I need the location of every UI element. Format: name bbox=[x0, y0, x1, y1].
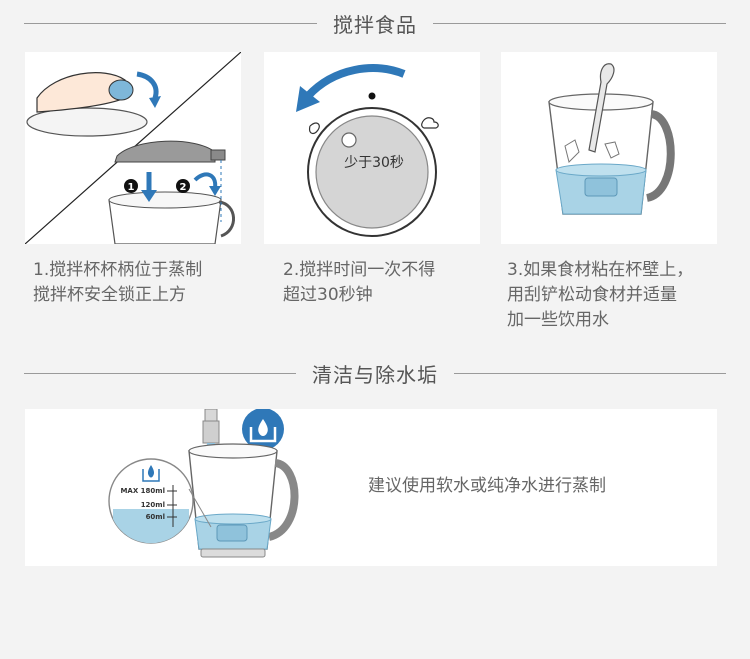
spatula-jar-drawing bbox=[548, 63, 675, 215]
step-caption-3: 3.如果食材粘在杯壁上， 用刮铲松动食材并适量 加一些饮用水 bbox=[507, 258, 727, 333]
gauge-mid-label: 120ml bbox=[141, 501, 165, 509]
step-3-line-3: 加一些饮用水 bbox=[507, 310, 609, 330]
water-fill-drawing: MAX 180ml 120ml 60ml bbox=[108, 409, 299, 558]
section-heading-blend: 搅拌食品 bbox=[24, 8, 726, 38]
spatula-icon bbox=[588, 63, 615, 153]
step-1-line-2: 搅拌杯安全锁正上方 bbox=[33, 285, 186, 305]
illustration-timer-dial: 少于30秒 bbox=[264, 52, 480, 244]
timer-dial-drawing: 少于30秒 bbox=[296, 64, 439, 237]
step-3-line-1: 3.如果食材粘在杯壁上， bbox=[507, 260, 694, 280]
gauge-low-label: 60ml bbox=[146, 513, 165, 521]
counterclockwise-arrow-icon bbox=[305, 64, 406, 99]
dial-label: 少于30秒 bbox=[344, 155, 404, 171]
step-1-line-1: 1.搅拌杯杯柄位于蒸制 bbox=[33, 260, 203, 280]
blend-icon bbox=[309, 122, 320, 135]
step-2-line-1: 2.搅拌时间一次不得 bbox=[283, 260, 436, 280]
clean-note: 建议使用软水或纯净水进行蒸制 bbox=[368, 476, 606, 496]
divider-left bbox=[24, 22, 317, 24]
step-2-line-2: 超过30秒钟 bbox=[283, 285, 373, 305]
divider-right bbox=[433, 22, 726, 24]
lock-jar-drawing: 1 2 bbox=[25, 52, 241, 244]
step-marker-1 bbox=[124, 179, 138, 193]
step-caption-2: 2.搅拌时间一次不得 超过30秒钟 bbox=[283, 258, 503, 308]
illustration-water-fill: MAX 180ml 120ml 60ml bbox=[25, 409, 717, 566]
divider-left bbox=[24, 372, 296, 374]
illustration-spatula-jar bbox=[501, 52, 717, 244]
section-heading-clean: 清洁与除水垢 bbox=[24, 358, 726, 388]
steam-icon bbox=[421, 117, 439, 129]
step-caption-1: 1.搅拌杯杯柄位于蒸制 搅拌杯安全锁正上方 bbox=[33, 258, 253, 308]
rotate-arrow-icon bbox=[136, 71, 159, 99]
section-title-clean: 清洁与除水垢 bbox=[312, 362, 438, 387]
gauge-max-label: MAX 180ml bbox=[120, 487, 165, 495]
step-marker-1-label: 1 bbox=[128, 182, 135, 193]
divider-right bbox=[454, 372, 726, 374]
section-title-blend: 搅拌食品 bbox=[333, 12, 417, 37]
illustration-lock-jar: 1 2 bbox=[25, 52, 241, 244]
step-3-line-2: 用刮铲松动食材并适量 bbox=[507, 285, 677, 305]
faucet-icon bbox=[202, 420, 220, 444]
step-marker-2-label: 2 bbox=[180, 182, 187, 193]
step-marker-2 bbox=[176, 179, 190, 193]
